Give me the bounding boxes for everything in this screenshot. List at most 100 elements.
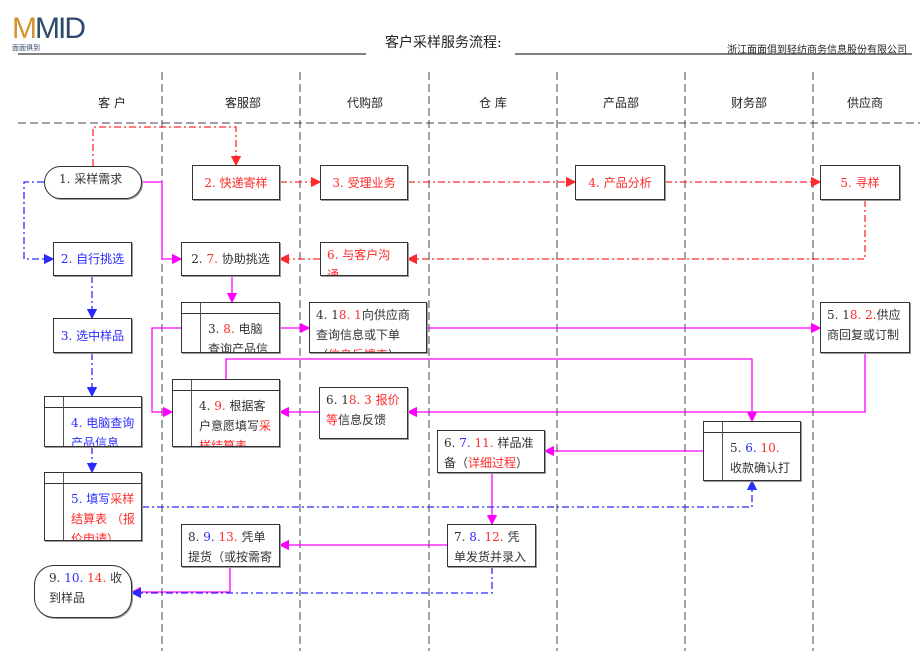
flow-node[interactable]: 3. 8. 电脑查询产品信息 — [181, 302, 280, 353]
flow-node[interactable]: 4. 电脑查询产品信息 — [44, 396, 142, 447]
node-label-segment: 13. — [218, 530, 242, 544]
node-label-segment: 12. — [484, 530, 508, 544]
swimlane-strip — [45, 473, 141, 484]
node-label-segment: 8. — [469, 530, 485, 544]
flow-node[interactable]: 9. 10. 14. 收到样品 — [34, 565, 132, 618]
node-label-segment: 信息反馈 — [338, 413, 387, 427]
flow-node[interactable]: 6. 18. 3 报价等信息反馈 — [319, 387, 408, 439]
node-label-segment: 1. 采样需求 — [59, 172, 123, 186]
node-label: 4. 产品分析 — [588, 173, 651, 193]
node-label-segment: 3. 受理业务 — [332, 175, 396, 190]
node-label-segment: 14. — [87, 571, 111, 585]
node-label-segment: ） — [516, 456, 529, 470]
flow-node[interactable]: 5. 寻样 — [820, 165, 900, 200]
node-label-segment: 6. 1 — [326, 393, 349, 407]
node-label: 4. 9. 根据客户意愿填写采样结算表 — [199, 399, 271, 446]
node-label-segment: 9. — [203, 530, 219, 544]
node-label: 2. 自行挑选 — [61, 249, 124, 269]
node-label-segment: 信息反馈表 — [328, 348, 388, 352]
node-label-segment: 6. 与客户沟通 — [327, 248, 391, 276]
node-label: 8. 9. 13. 凭单提货（或按需寄 — [188, 530, 272, 564]
flow-node[interactable]: 5. 6. 10. 收款确认打印表单 — [703, 421, 801, 481]
swimlane-strip — [182, 303, 279, 314]
node-label-segment: 10. — [760, 441, 780, 455]
node-label-segment: 4. — [199, 399, 215, 413]
node-label-segment: 8. 2. — [849, 308, 877, 322]
red-flow — [92, 126, 866, 265]
node-label-segment: ） — [388, 348, 400, 352]
flow-node[interactable]: 4. 产品分析 — [575, 165, 665, 200]
node-label: 3. 选中样品 — [61, 326, 124, 346]
node-label: 4. 18. 1向供应商查询信息或下单（信息反馈表） — [316, 308, 410, 352]
node-label-segment: 7. — [206, 252, 222, 266]
node-label-segment: 收款确认打印表单 — [730, 461, 791, 475]
company-logo: MMID 面面俱到 — [12, 14, 98, 54]
node-label-segment: 11. — [474, 436, 498, 450]
node-label: 3. 8. 电脑查询产品信息 — [208, 322, 268, 352]
node-label-segment: 4. 电脑查询产品信息 — [71, 416, 135, 447]
swimlane-strip — [704, 422, 800, 433]
flow-node[interactable]: 4. 9. 根据客户意愿填写采样结算表 — [172, 379, 280, 447]
flow-node[interactable]: 3. 受理业务 — [320, 165, 408, 200]
flow-node[interactable]: 5. 18. 2.供应商回复或订制 — [820, 302, 910, 353]
node-label-segment: 凭单发货并录入 — [454, 530, 527, 564]
node-label: 1. 采样需求 — [59, 172, 122, 186]
lane-header: 客 户 — [98, 96, 126, 110]
node-label-segment: 6. — [745, 441, 761, 455]
node-label-segment: 4. 产品分析 — [588, 175, 652, 190]
logo-subtext: 面面俱到 — [12, 44, 40, 52]
node-label: 5. 寻样 — [840, 173, 879, 193]
lane-header: 代购部 — [346, 96, 383, 110]
node-label-segment: 收到样品 — [49, 571, 123, 605]
node-label: 5. 填写采样结算表 （报价申请） — [71, 492, 135, 540]
swimlane-strip — [173, 380, 192, 446]
node-label-segment: 9. — [49, 571, 65, 585]
lane-header: 客服部 — [224, 96, 261, 110]
node-label-segment: 凭单提货（或按需寄 — [188, 530, 273, 564]
node-label: 5. 6. 10. 收款确认打印表单 — [730, 441, 791, 480]
flow-node[interactable]: 2. 7. 协助挑选 — [181, 242, 280, 276]
node-label: 2. 快递寄样 — [204, 173, 267, 193]
flow-node[interactable]: 3. 选中样品 — [53, 318, 132, 353]
node-label-segment: 协助挑选 — [221, 252, 270, 266]
flow-node[interactable]: 7. 8. 12. 凭单发货并录入 — [447, 524, 536, 567]
node-label-segment: 3. 选中样品 — [60, 328, 125, 343]
swimlane-strip — [45, 473, 64, 540]
node-label-segment: 样品准备（ — [444, 436, 534, 470]
flow-node[interactable]: 2. 自行挑选 — [53, 242, 132, 276]
swimlane-strip — [704, 422, 723, 480]
node-label-segment: 9. — [214, 399, 230, 413]
node-label-segment: 8. 1 — [338, 308, 362, 322]
flow-node[interactable]: 2. 快递寄样 — [192, 165, 280, 200]
node-label-segment: 2. — [191, 252, 207, 266]
node-label-segment: 5. 寻样 — [840, 175, 880, 190]
node-label-segment: 5. 填写 — [71, 492, 111, 506]
swimlane-strip — [45, 397, 64, 446]
flow-node[interactable]: 6. 7. 11. 样品准备（详细过程） — [437, 430, 545, 473]
node-label-segment: 2. 快递寄样 — [204, 175, 268, 190]
node-label: 2. 7. 协助挑选 — [191, 249, 270, 269]
flow-node[interactable]: 5. 填写采样结算表 （报价申请） — [44, 472, 142, 541]
node-label-segment: 供应商回复或订制 — [827, 308, 901, 342]
swimlane-strip — [182, 303, 201, 352]
lane-header: 供应商 — [846, 96, 883, 110]
flow-node[interactable]: 4. 18. 1向供应商查询信息或下单（信息反馈表） — [309, 302, 427, 353]
node-label-segment: 8. 3 报价等 — [326, 393, 400, 427]
lane-dividers — [18, 72, 920, 651]
node-label-segment: 8. — [188, 530, 204, 544]
page-title: 客户采样服务流程: — [385, 35, 502, 51]
flow-node[interactable]: 1. 采样需求 — [44, 166, 142, 199]
node-label-segment: 向供应商查询信息或下单（ — [316, 308, 410, 352]
node-label: 4. 电脑查询产品信息 — [71, 416, 135, 447]
flow-node[interactable]: 8. 9. 13. 凭单提货（或按需寄 — [181, 524, 280, 567]
node-label: 6. 与客户沟通 — [327, 248, 391, 276]
node-label: 3. 受理业务 — [332, 173, 395, 193]
flow-node[interactable]: 6. 与客户沟通 — [320, 242, 408, 276]
lane-header: 财务部 — [730, 96, 767, 110]
company-name: 浙江面面俱到轻纺商务信息股份有限公司 — [727, 45, 907, 56]
node-label-segment: 10. — [64, 571, 88, 585]
node-label-segment: 8. — [223, 322, 239, 336]
node-label-segment: 根据客户意愿填写 — [199, 399, 266, 433]
